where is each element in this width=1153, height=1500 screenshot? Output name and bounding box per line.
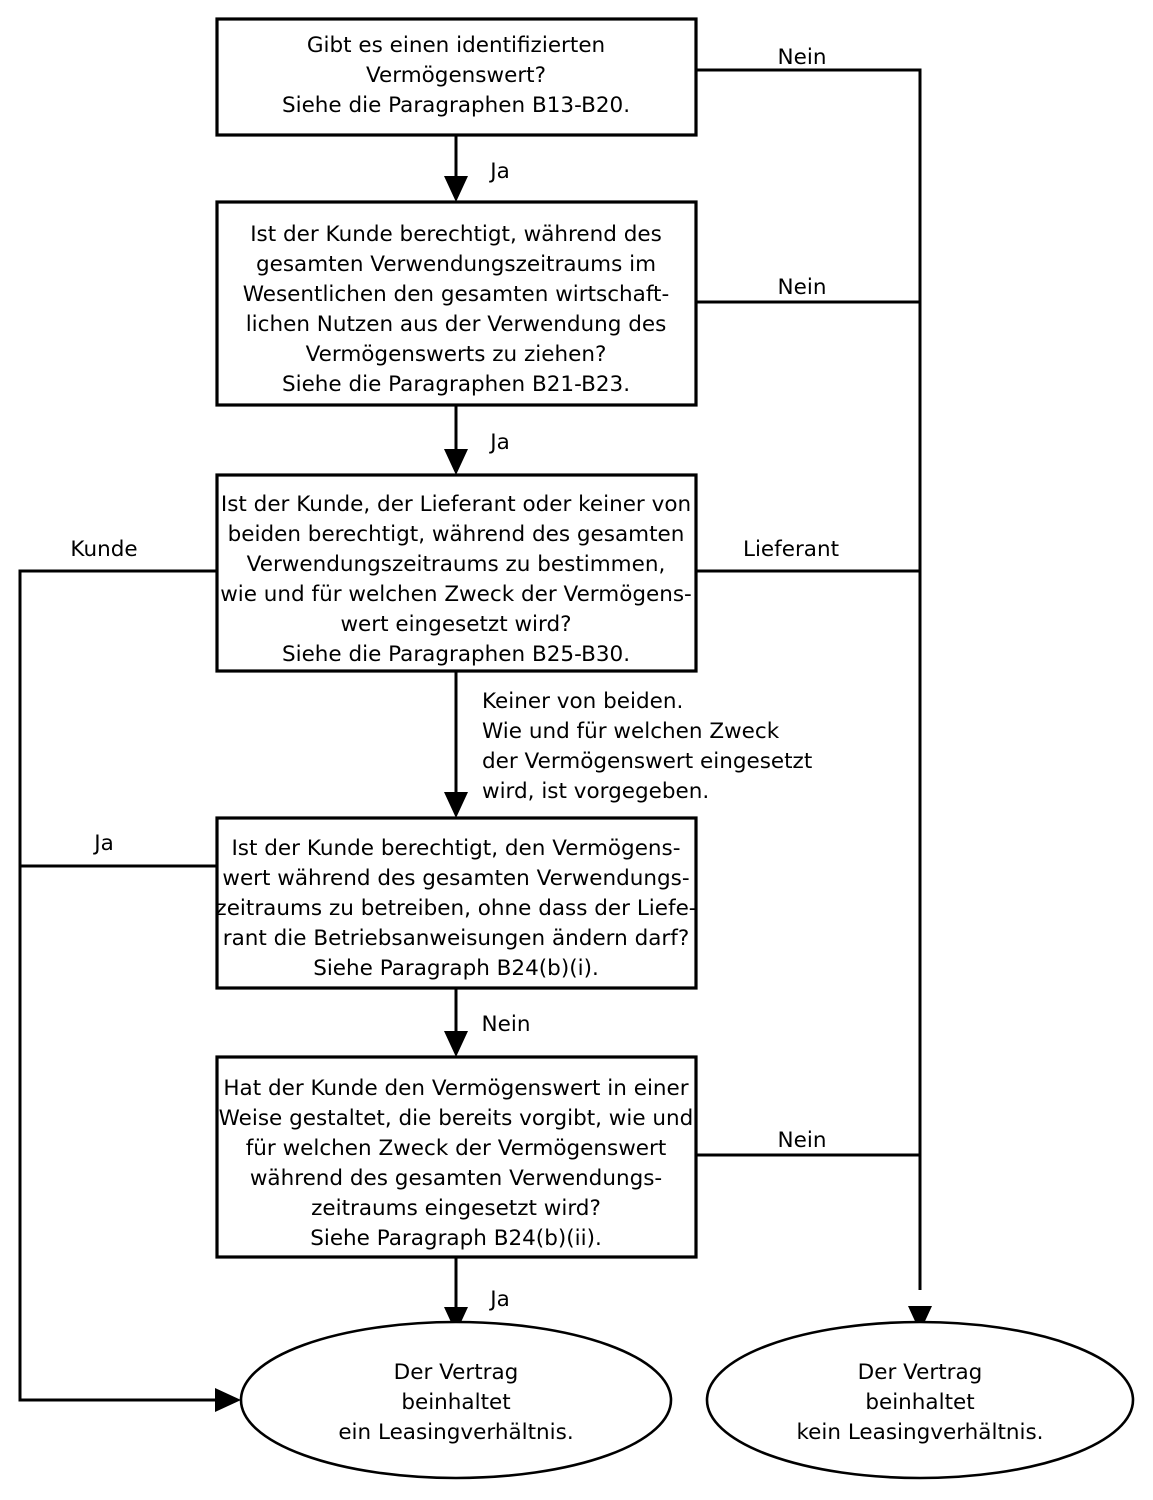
arrowhead-rail-to-e2: [908, 1306, 932, 1332]
edge-label-n1-nein: Nein: [778, 45, 827, 70]
edge-label-n3-keiner-line-1: Keiner von beiden.: [482, 689, 683, 714]
node-gestaltung-b24bii: Hat der Kunde den Vermögenswert in einer…: [215, 1055, 698, 1259]
edge-label-n5-nein: Nein: [778, 1128, 827, 1153]
node-3-line-1: Ist der Kunde, der Lieferant oder keiner…: [221, 492, 691, 517]
edge-label-n5-ja: Ja: [488, 1287, 510, 1312]
node-2-box: [215, 200, 698, 407]
outcome-2-line-1: Der Vertrag: [858, 1360, 983, 1385]
node-2-line-1: Ist der Kunde berechtigt, während des: [250, 222, 662, 247]
arrowhead-n2-to-n3: [444, 449, 468, 475]
arrowhead-n1-to-n2: [444, 176, 468, 202]
node-ergebnis-kein-leasingverhaeltnis: Der Vertrag beinhaltet kein Leasingverhä…: [705, 1320, 1135, 1480]
edge-label-n4-ja: Ja: [92, 831, 114, 856]
node-2-line-6: Siehe die Paragraphen B21-B23.: [282, 372, 630, 397]
node-4-line-3: zeitraums zu betreiben, ohne dass der Li…: [215, 896, 696, 921]
node-2-line-5: Vermögenswerts zu ziehen?: [306, 342, 607, 367]
outcome-1-ellipse: [239, 1320, 673, 1480]
outcome-2-line-3: kein Leasingverhältnis.: [796, 1420, 1043, 1445]
edge-label-n3-lieferant: Lieferant: [743, 537, 839, 562]
outcome-2-ellipse: [705, 1320, 1135, 1480]
node-2-line-2: gesamten Verwendungszeitraums im: [256, 252, 656, 277]
arrowhead-n4-to-n5: [444, 1031, 468, 1057]
node-5-box: [215, 1055, 698, 1259]
node-wirtschaftlicher-nutzen: Ist der Kunde berechtigt, während des ge…: [215, 200, 698, 407]
edge-label-n4-nein: Nein: [482, 1012, 531, 1037]
edge-label-n2-nein: Nein: [778, 275, 827, 300]
node-3-line-2: beiden berechtigt, während des gesamten: [228, 522, 685, 547]
edge-label-n3-keiner-line-3: der Vermögenswert eingesetzt: [482, 749, 812, 774]
node-4-line-1: Ist der Kunde berechtigt, den Vermögens-: [231, 836, 680, 861]
edge-label-n3-keiner-line-2: Wie und für welchen Zweck: [482, 719, 780, 744]
node-5-line-4: während des gesamten Verwendungs-: [250, 1166, 662, 1191]
edge-label-n1-ja: Ja: [488, 159, 510, 184]
outcome-1-line-1: Der Vertrag: [394, 1360, 519, 1385]
node-5-line-5: zeitraums eingesetzt wird?: [311, 1196, 601, 1221]
node-4-line-2: wert während des gesamten Verwendungs-: [222, 866, 689, 891]
node-4-box: [215, 816, 698, 990]
outcome-2-line-2: beinhaltet: [865, 1390, 974, 1415]
node-ergebnis-leasingverhaeltnis: Der Vertrag beinhaltet ein Leasingverhäl…: [239, 1320, 673, 1480]
node-5-line-2: Weise gestaltet, die bereits vorgibt, wi…: [219, 1106, 694, 1131]
node-4-line-5: Siehe Paragraph B24(b)(i).: [313, 956, 599, 981]
node-5-line-6: Siehe Paragraph B24(b)(ii).: [310, 1226, 602, 1251]
connectors-layer: [18, 68, 932, 1412]
node-wer-bestimmt-verwendung: Ist der Kunde, der Lieferant oder keiner…: [215, 473, 698, 673]
connector-n3-to-e1: [18, 569, 228, 1402]
edge-label-n2-ja: Ja: [488, 430, 510, 455]
outcome-1-line-2: beinhaltet: [401, 1390, 510, 1415]
node-1-line-3: Siehe die Paragraphen B13-B20.: [282, 93, 630, 118]
node-2-line-4: lichen Nutzen aus der Verwendung des: [246, 312, 667, 337]
node-3-line-4: wie und für welchen Zweck der Vermögens-: [220, 582, 692, 607]
edge-label-n3-keiner-line-4: wird, ist vorgegeben.: [482, 779, 709, 804]
node-1-box: [215, 17, 698, 137]
arrowhead-kunde-to-e1: [215, 1388, 241, 1412]
outcome-1-line-3: ein Leasingverhältnis.: [338, 1420, 573, 1445]
arrowhead-n3-to-n4: [444, 792, 468, 818]
node-betriebsrecht-b24bi: Ist der Kunde berechtigt, den Vermögens-…: [215, 816, 698, 990]
node-4-line-4: rant die Betriebsanweisungen ändern darf…: [223, 926, 690, 951]
node-1-line-1: Gibt es einen identifizierten: [307, 33, 605, 58]
node-1-line-2: Vermögenswert?: [366, 63, 546, 88]
node-3-line-5: wert eingesetzt wird?: [340, 612, 571, 637]
node-3-box: [215, 473, 698, 673]
node-3-line-6: Siehe die Paragraphen B25-B30.: [282, 642, 630, 667]
edge-labels-layer: Nein Ja Nein Ja Kunde Lieferant Keiner v…: [70, 45, 839, 1312]
edge-label-n3-kunde: Kunde: [70, 537, 137, 562]
connector-n1-to-e2: [696, 68, 922, 1290]
node-5-line-3: für welchen Zweck der Vermögenswert: [246, 1136, 667, 1161]
node-gibt-es-einen-identifizierten-vermoegenswert: Gibt es einen identifizierten Vermögensw…: [215, 17, 698, 137]
node-3-line-3: Verwendungszeitraums zu bestimmen,: [247, 552, 666, 577]
node-5-line-1: Hat der Kunde den Vermögenswert in einer: [223, 1076, 688, 1101]
arrowhead-n5-to-e1: [444, 1307, 468, 1333]
node-2-line-3: Wesentlichen den gesamten wirtschaft-: [243, 282, 669, 307]
